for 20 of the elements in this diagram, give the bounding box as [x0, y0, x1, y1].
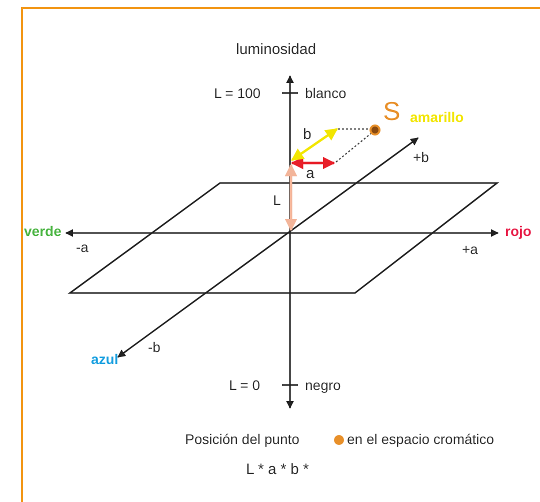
color-label: azul — [91, 352, 118, 366]
axis-label: -a — [76, 240, 88, 254]
caption-text: Posición del punto — [185, 432, 300, 446]
color-label: amarillo — [410, 110, 464, 124]
component-label: L — [273, 193, 281, 207]
component-label: a — [306, 166, 314, 181]
axis-label: -b — [148, 340, 160, 354]
axis-label: +b — [413, 150, 429, 164]
color-label: verde — [24, 224, 62, 238]
color-label: rojo — [505, 224, 532, 238]
color-label: negro — [305, 378, 341, 392]
value-label: L = 100 — [214, 86, 261, 100]
caption-text: en el espacio cromático — [347, 432, 494, 446]
value-label: L = 0 — [229, 378, 260, 392]
axis-label: luminosidad — [236, 42, 316, 57]
axis-label: +a — [462, 242, 478, 256]
formula-label: L * a * b * — [246, 462, 309, 477]
color-label: blanco — [305, 86, 346, 100]
point-label: S — [383, 98, 400, 124]
component-label: b — [303, 127, 312, 142]
